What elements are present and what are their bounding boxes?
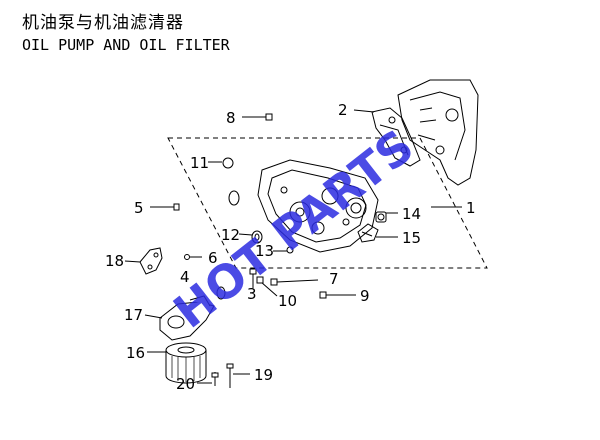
bolt-part-3 [249,268,257,288]
callout-7: 7 [329,270,339,288]
bolt-part-10 [256,276,278,297]
callout-14: 14 [402,205,421,223]
assembly-boundary [167,137,488,269]
callout-2: 2 [338,101,348,119]
bolt-part-9 [319,291,356,299]
engine-block-outline [397,79,479,186]
ring-part-4 [216,286,226,300]
gasket-part-2 [371,107,421,167]
callout-20: 20 [176,375,195,393]
callout-19: 19 [254,366,273,384]
seal-ring-part-12 [251,230,263,244]
bolt-part-6 [184,254,202,260]
callout-15: 15 [402,229,421,247]
page-title-english: OIL PUMP AND OIL FILTER [22,36,230,54]
page-title-chinese: 机油泵与机油滤清器 [22,13,184,33]
stud-part-20 [211,372,219,386]
relief-valve-part-14 [375,211,387,223]
callout-18: 18 [105,252,124,270]
nut-part-13 [286,246,294,254]
o-ring [228,190,240,206]
bolt-part-8 [246,113,273,121]
callout-labels: 1 2 3 4 5 6 7 8 9 10 11 12 13 14 15 16 1… [105,101,476,393]
oil-pump-body-part-1 [257,159,379,253]
seal-part-11 [222,157,234,169]
callout-12: 12 [221,226,240,244]
stud-part-19 [226,363,234,388]
filter-adaptor-part-17 [159,295,215,341]
callout-17: 17 [124,306,143,324]
oil-filter-part-16 [165,342,207,384]
bolt-part-5 [150,203,180,211]
callout-5: 5 [134,199,144,217]
callout-13: 13 [255,242,274,260]
callout-9: 9 [360,287,370,305]
bolt-part-7 [270,278,319,286]
cap-part-15 [357,223,379,243]
callout-11: 11 [190,154,209,172]
callout-16: 16 [126,344,145,362]
callout-3: 3 [247,285,257,303]
callout-6: 6 [208,249,218,267]
callout-4: 4 [180,268,190,286]
bracket-part-18 [139,247,163,275]
callout-8: 8 [226,109,236,127]
callout-1: 1 [466,199,476,217]
callout-10: 10 [278,292,297,310]
leader-lines [124,109,462,384]
